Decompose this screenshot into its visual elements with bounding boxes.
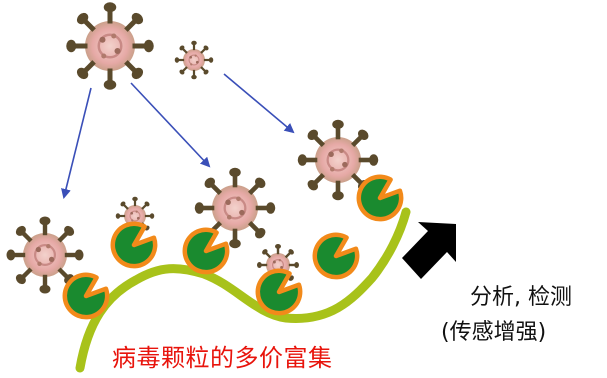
receptor-icon (359, 177, 401, 219)
receptor-icon (315, 235, 357, 277)
receptor-icon (113, 224, 155, 266)
receptor-icon (185, 230, 227, 272)
analysis-label: 分析, 检测 (470, 285, 572, 310)
enrichment-caption: 病毒颗粒的多价富集 (112, 344, 333, 372)
output-arrow-icon (402, 222, 456, 279)
approach-arrow (223, 73, 295, 134)
approach-arrow (130, 82, 211, 168)
virus-particle (175, 41, 214, 80)
receptor-icon (65, 275, 107, 317)
approach-arrow (61, 87, 92, 199)
sensor-surface-curve (75, 207, 411, 373)
virus-particle (66, 2, 154, 90)
sensing-enhancement-label: (传感增强) (441, 320, 547, 345)
